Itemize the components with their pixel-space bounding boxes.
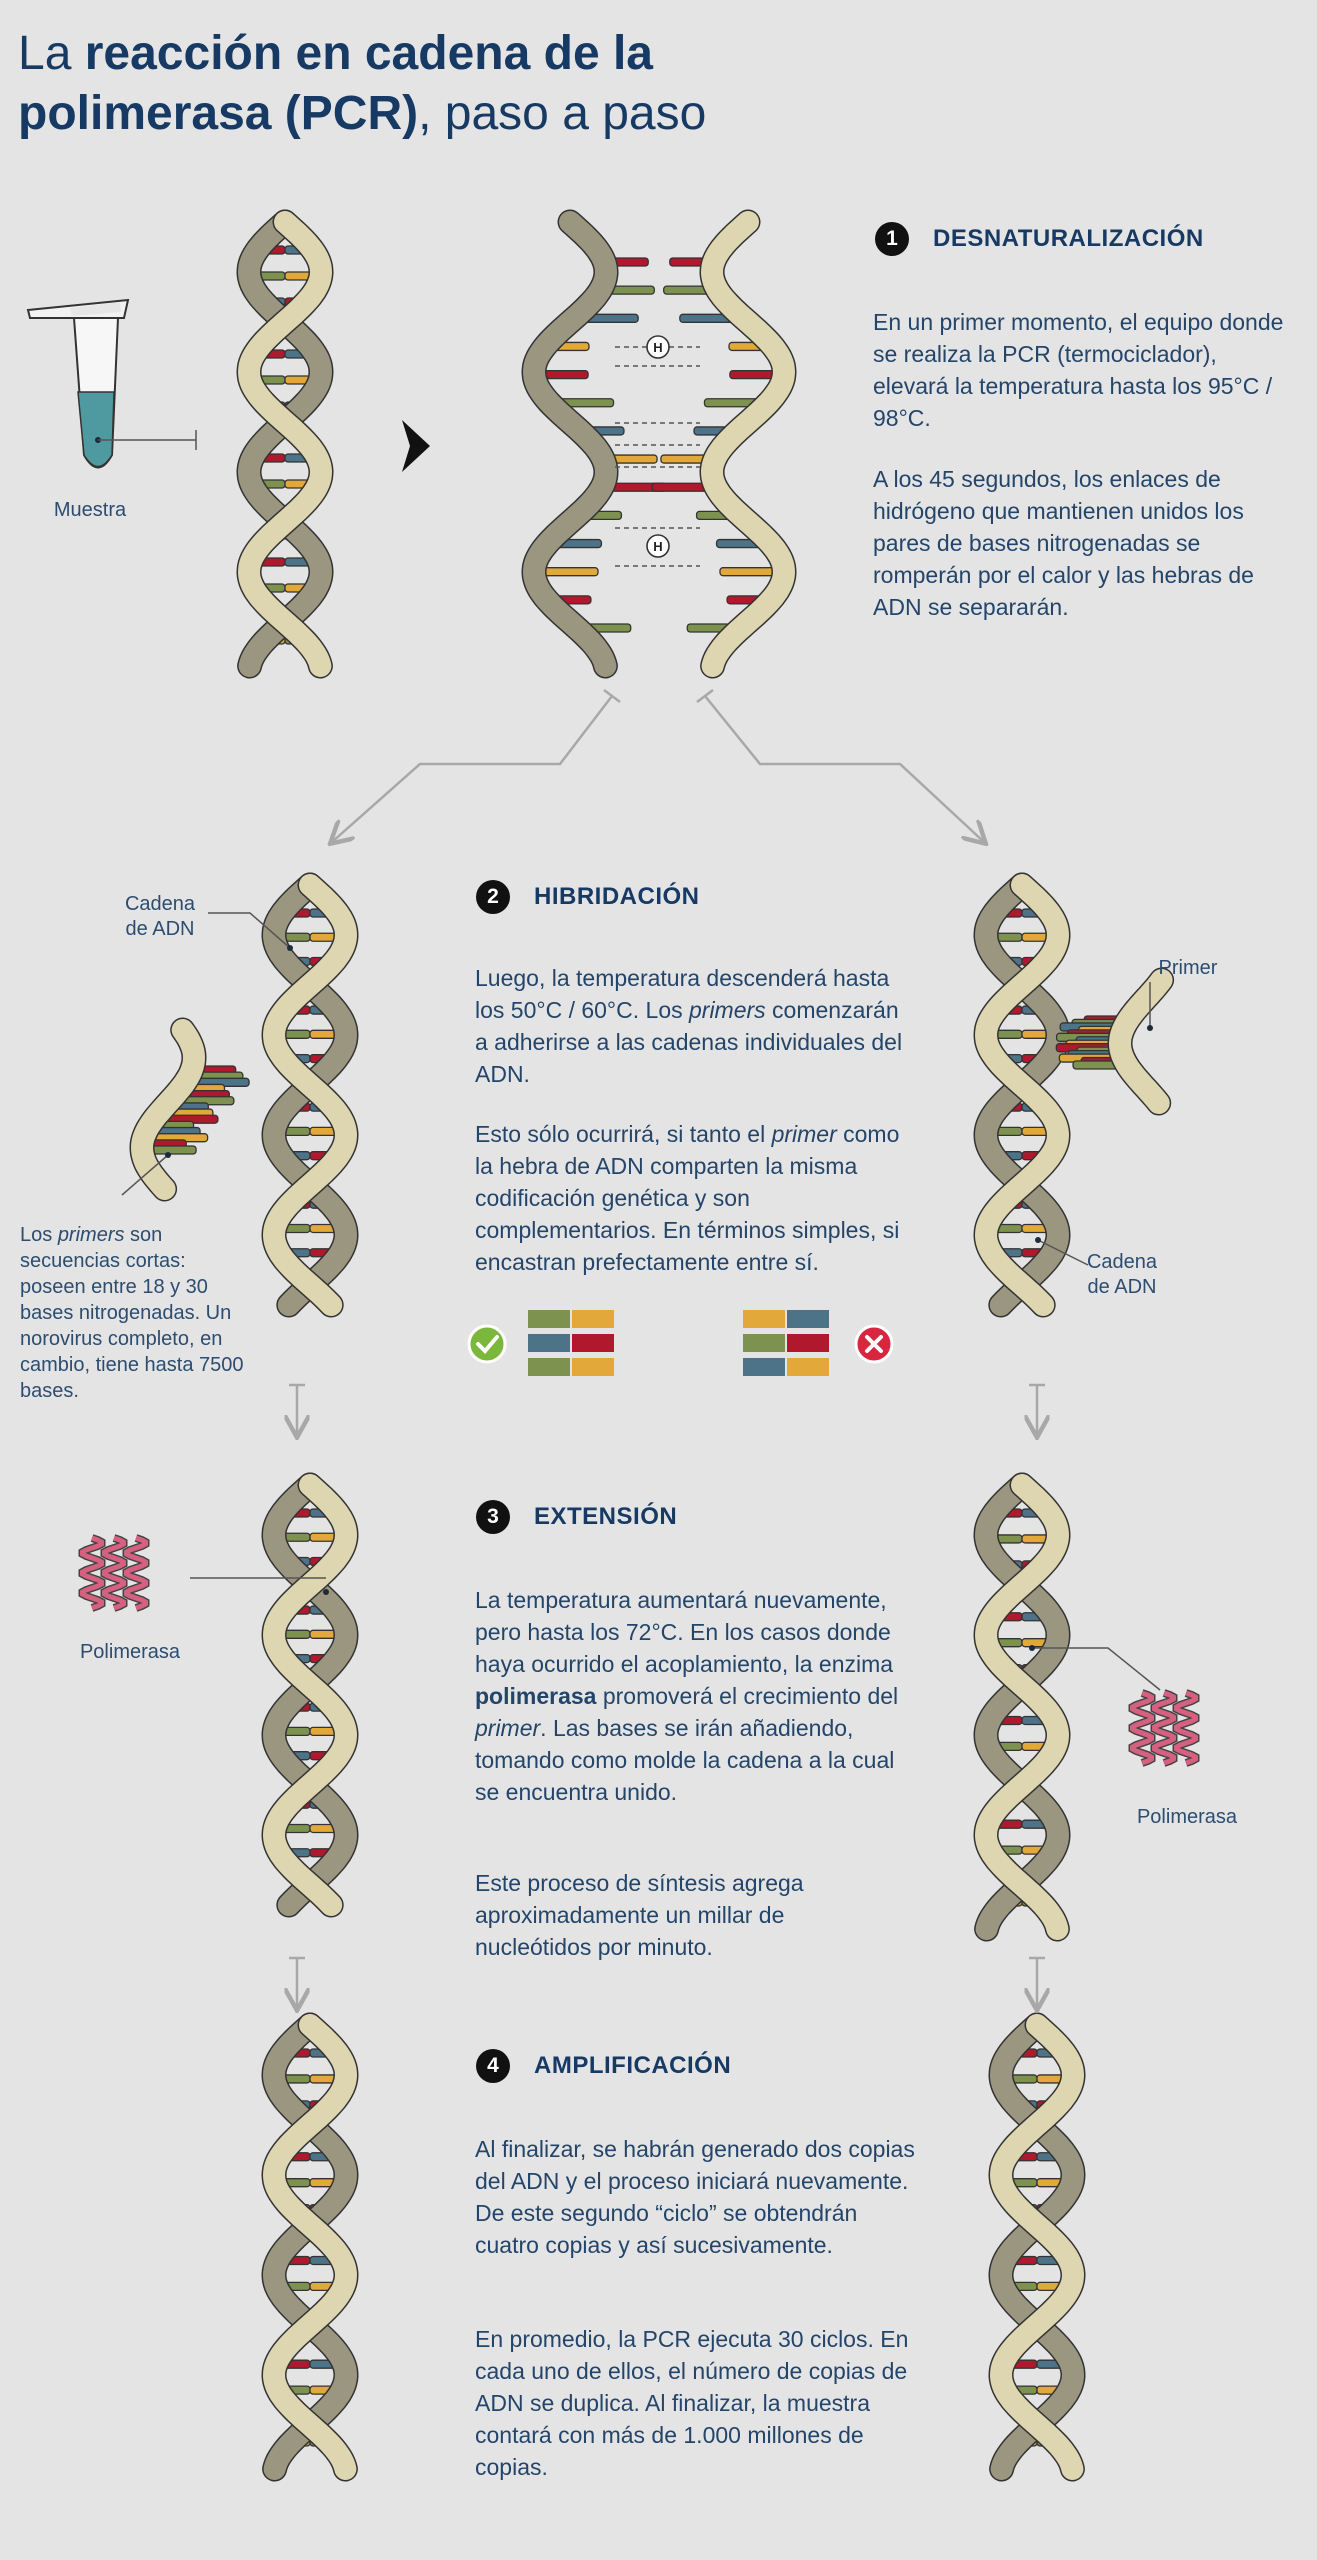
page-title: La reacción en cadena de la polimerasa (…	[18, 27, 707, 140]
step-2-heading: 2 HIBRIDACIÓN	[476, 880, 700, 914]
step-2-paragraph-1: Luego, la temperatura descenderá hasta l…	[475, 965, 903, 1087]
dna-single-strand	[521, 209, 667, 679]
hydrogen-label-top: H	[653, 340, 663, 355]
primers-note: Los primers son secuencias cortas: posee…	[20, 1224, 244, 1402]
step-1-paragraph-2: A los 45 segundos, los enlaces de hidróg…	[873, 466, 1254, 620]
step-1-heading: 1 DESNATURALIZACIÓN	[875, 222, 1204, 256]
check-icon	[467, 1324, 507, 1364]
cross-icon	[854, 1324, 894, 1364]
dna-single-strand	[1055, 967, 1175, 1116]
dna-helix	[973, 1472, 1071, 1942]
polymerase-left-label: Polimerasa	[79, 1641, 181, 1663]
dna-helix	[261, 2012, 359, 2482]
primer-label: Primer	[1158, 957, 1218, 979]
step-2-paragraph-2: Esto sólo ocurrirá, si tanto el primer c…	[475, 1121, 900, 1275]
dna-helix	[236, 209, 334, 679]
step-4-paragraph-1: Al finalizar, se habrán generado dos cop…	[475, 2136, 915, 2258]
sample-label: Muestra	[53, 499, 127, 521]
dna-helix	[261, 1472, 359, 1918]
step-3-paragraph-1: La temperatura aumentará nuevamente, per…	[475, 1587, 899, 1805]
step-3-paragraph-2: Este proceso de síntesis agrega aproxima…	[475, 1870, 804, 1960]
dna-helix	[973, 872, 1071, 1318]
polymerase-icon	[78, 1534, 150, 1612]
dna-helix	[988, 2012, 1086, 2482]
test-tube-icon	[26, 298, 197, 469]
arrow-right-icon	[402, 420, 430, 472]
polymerase-icon	[1128, 1689, 1200, 1767]
step-4-paragraph-2: En promedio, la PCR ejecuta 30 ciclos. E…	[475, 2326, 909, 2480]
hydrogen-bond-icon	[646, 335, 670, 558]
step-3-heading: 3 EXTENSIÓN	[476, 1500, 677, 1534]
hydrogen-label-bottom: H	[653, 539, 663, 554]
dna-single-strand	[651, 209, 797, 679]
step-1-paragraph-1: En un primer momento, el equipo donde se…	[873, 309, 1284, 431]
step-4-heading: 4 AMPLIFICACIÓN	[476, 2049, 731, 2083]
polymerase-right-label: Polimerasa	[1136, 1806, 1238, 1828]
dna-helix	[261, 872, 359, 1318]
dna-single-strand	[129, 1017, 250, 1202]
